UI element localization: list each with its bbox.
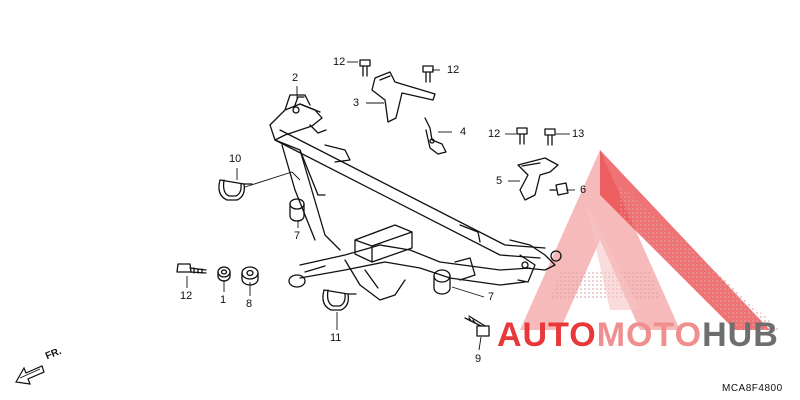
bolt-12a <box>359 59 371 77</box>
grommet-7a <box>289 198 305 222</box>
part-label-13: 12 <box>180 290 193 302</box>
grommet-7b <box>433 269 451 295</box>
part-label-12c: 12 <box>488 128 501 140</box>
part-label-6: 6 <box>580 184 587 196</box>
collar-part <box>217 266 231 282</box>
watermark-text: AUTOMOTOHUB <box>497 318 779 352</box>
frame-body <box>269 94 562 301</box>
bracket-3 <box>371 71 436 123</box>
watermark-part-auto: AUTO <box>497 316 597 354</box>
part-label-3: 3 <box>353 97 360 109</box>
clamp-10 <box>218 179 253 201</box>
front-direction-icon <box>15 365 45 385</box>
bolt-12d <box>544 128 556 146</box>
part-label-12d: 13 <box>572 128 585 140</box>
part-label-7a: 7 <box>294 230 301 242</box>
part-label-4: 4 <box>460 126 467 138</box>
part-label-10: 10 <box>229 153 242 165</box>
leader-lines <box>186 61 575 351</box>
part-label-9: 9 <box>475 353 482 365</box>
watermark-part-hub: HUB <box>702 316 779 354</box>
bracket-5 <box>517 157 559 201</box>
bolt-9 <box>464 315 490 337</box>
watermark-part-moto: MOTO <box>596 316 703 354</box>
watermark-logo <box>520 150 780 330</box>
part-label-7b: 7 <box>488 291 495 303</box>
bolt-12c <box>516 127 528 145</box>
bolt-13 <box>176 263 207 274</box>
part-label-2: 2 <box>292 72 299 84</box>
bolt-12b <box>422 65 434 83</box>
stay-4 <box>424 117 447 155</box>
part-label-11: 11 <box>330 332 342 344</box>
part-label-12a: 12 <box>333 56 346 68</box>
clip-6 <box>549 182 569 196</box>
part-label-12b: 12 <box>447 64 460 76</box>
part-label-8: 8 <box>246 298 253 310</box>
part-label-1: 1 <box>220 294 227 306</box>
part-label-5: 5 <box>496 175 503 187</box>
diagram-code: MCA8F4800 <box>722 383 783 394</box>
clamp-11 <box>322 289 357 311</box>
